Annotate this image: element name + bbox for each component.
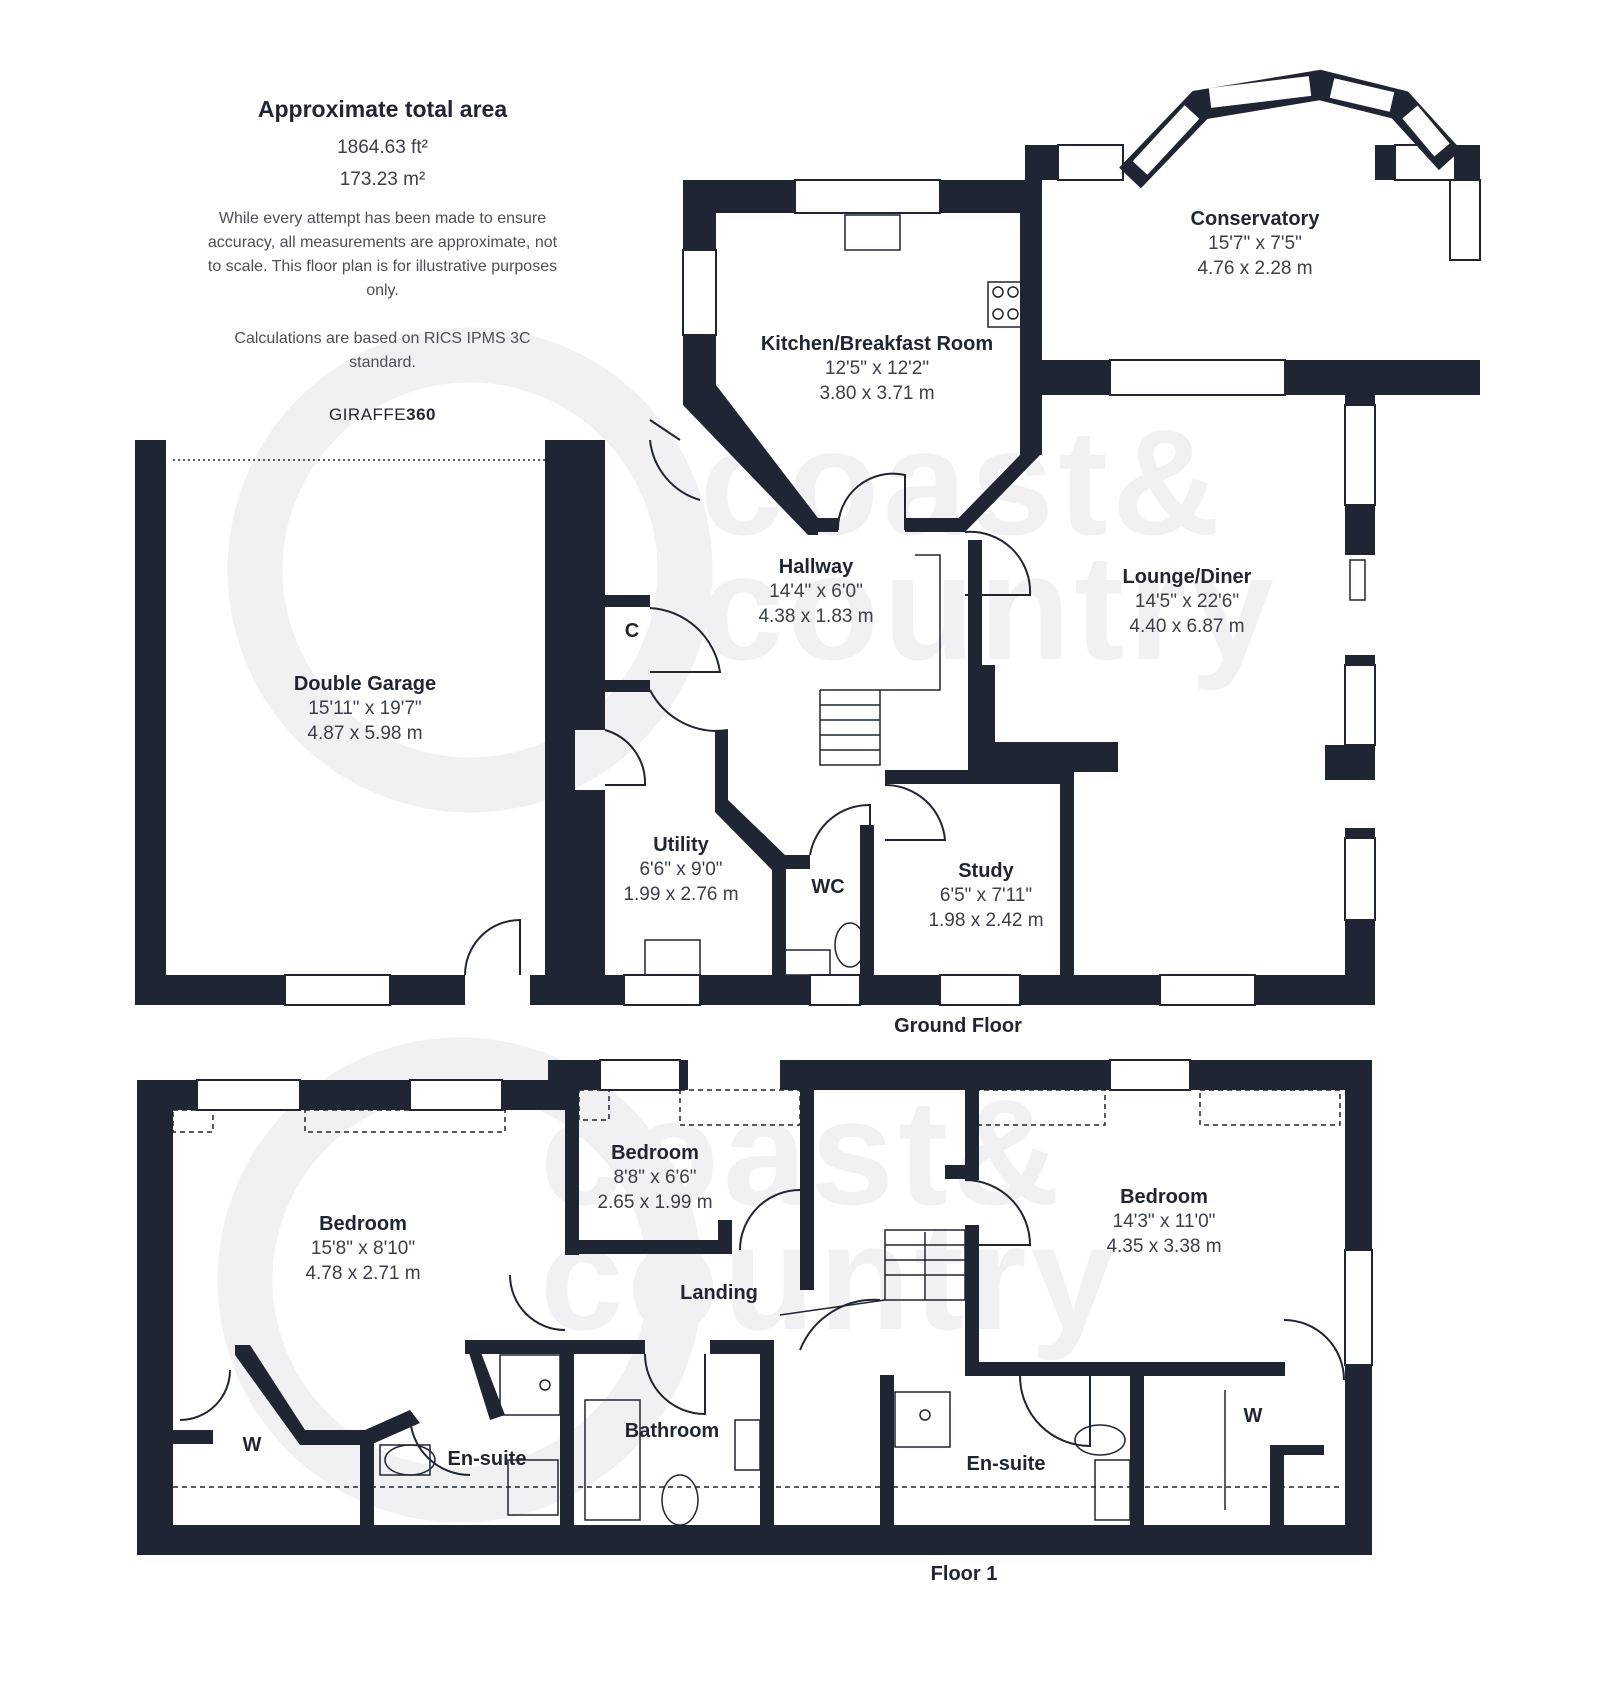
room-ensuite-left: En-suite bbox=[447, 1448, 527, 1470]
room-utility: Utility 6'6" x 9'0" 1.99 x 2.76 m bbox=[623, 834, 739, 905]
watermark-ground: coast&country bbox=[700, 398, 1279, 691]
summary-title: Approximate total area bbox=[257, 96, 508, 122]
room-double-garage: Double Garage 15'11" x 19'7" 4.87 x 5.98… bbox=[293, 673, 437, 744]
room-wardrobe-right: W bbox=[1243, 1405, 1263, 1427]
room-wardrobe-left: W bbox=[242, 1434, 262, 1456]
summary-area-m: 173.23 m² bbox=[339, 169, 426, 190]
room-hallway: Hallway 14'4" x 6'0" 4.38 x 1.83 m bbox=[758, 556, 874, 627]
room-ensuite-right: En-suite bbox=[966, 1453, 1046, 1475]
area-summary: Approximate total area 1864.63 ft² 173.2… bbox=[205, 96, 560, 425]
summary-disclaimer: While every attempt has been made to ens… bbox=[207, 210, 558, 299]
room-lounge-diner: Lounge/Diner 14'5" x 22'6" 4.40 x 6.87 m bbox=[1122, 566, 1252, 637]
summary-calculation: Calculations are based on RICS IPMS 3C s… bbox=[234, 330, 531, 371]
brand-logo: GIRAFFE360 bbox=[328, 405, 437, 424]
room-cupboard: C bbox=[624, 620, 640, 642]
room-landing: Landing bbox=[680, 1282, 758, 1304]
ground-floor-label: Ground Floor bbox=[894, 1015, 1022, 1037]
floor-1-label: Floor 1 bbox=[930, 1563, 998, 1585]
room-study: Study 6'5" x 7'11" 1.98 x 2.42 m bbox=[928, 860, 1044, 931]
room-bedroom-small: Bedroom 8'8" x 6'6" 2.65 x 1.99 m bbox=[597, 1142, 713, 1213]
room-bedroom-right: Bedroom 14'3" x 11'0" 4.35 x 3.38 m bbox=[1106, 1186, 1222, 1257]
summary-area-ft: 1864.63 ft² bbox=[337, 137, 428, 158]
room-bedroom-left: Bedroom 15'8" x 8'10" 4.78 x 2.71 m bbox=[305, 1213, 421, 1284]
room-kitchen: Kitchen/Breakfast Room 12'5" x 12'2" 3.8… bbox=[760, 333, 994, 404]
room-bathroom: Bathroom bbox=[624, 1420, 720, 1442]
room-wc: WC bbox=[811, 876, 845, 898]
room-conservatory: Conservatory 15'7" x 7'5" 4.76 x 2.28 m bbox=[1190, 208, 1320, 279]
watermark-logo-circles bbox=[217, 327, 713, 1523]
